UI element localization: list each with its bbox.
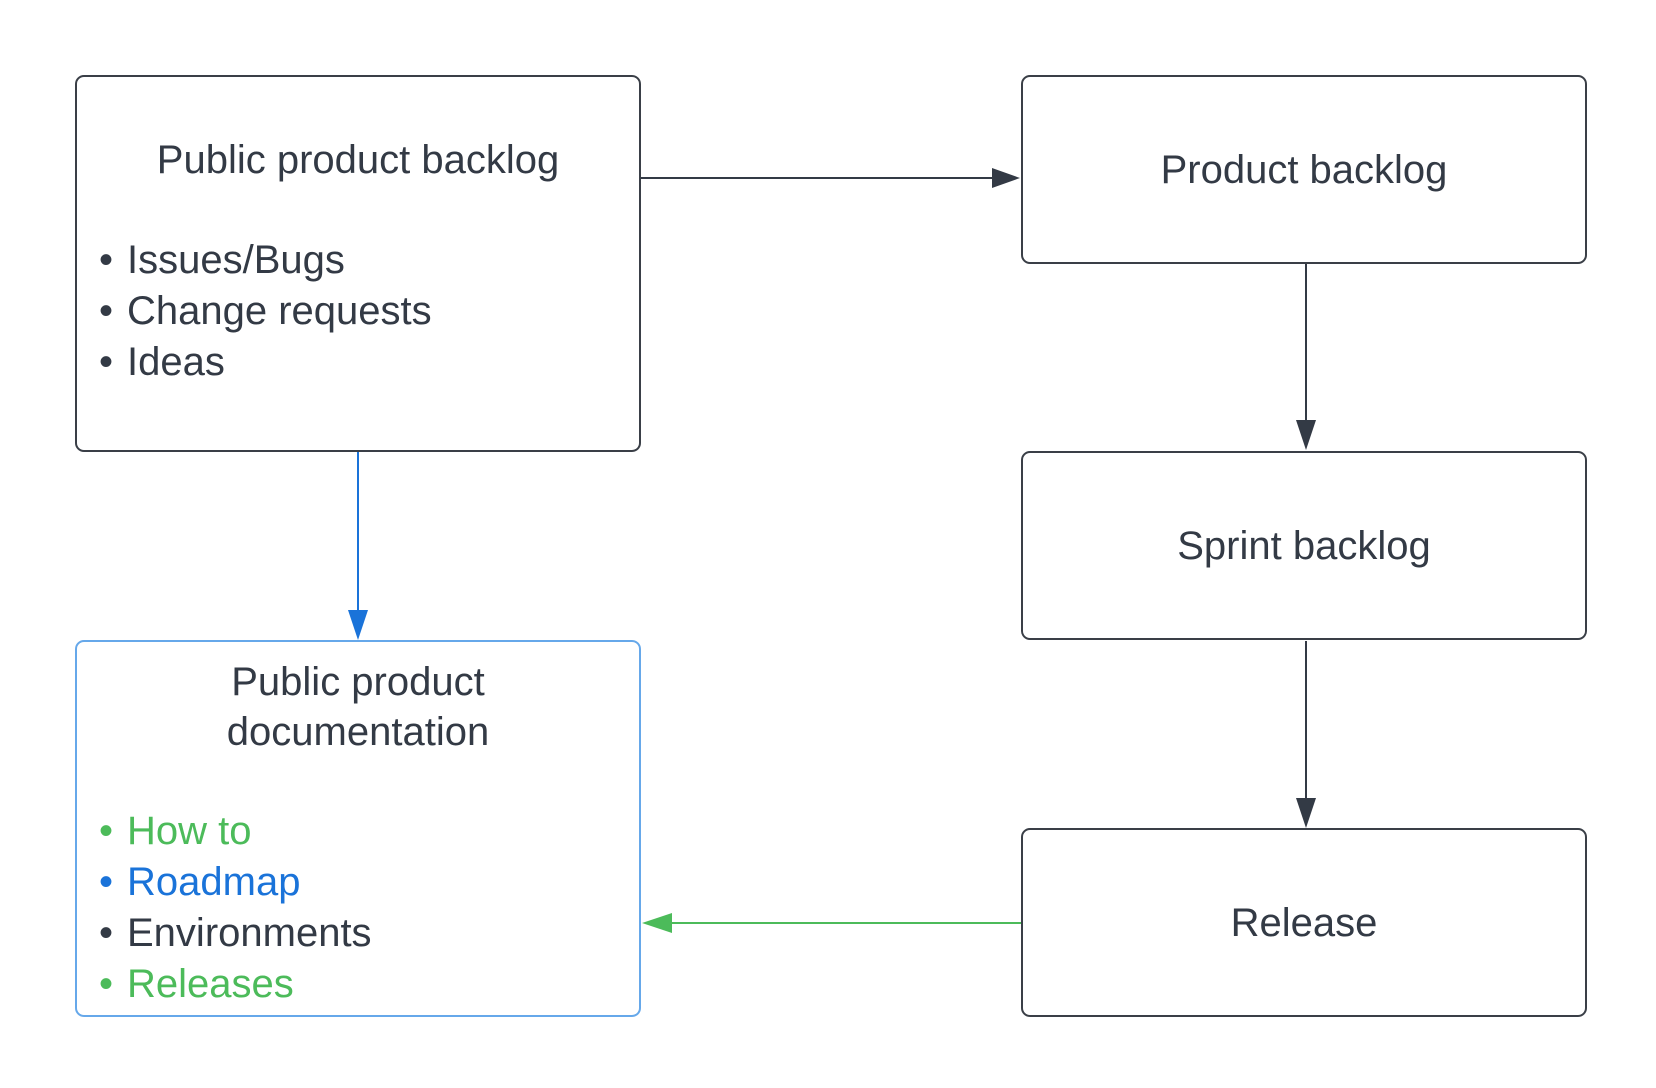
bullet-icon: • — [99, 860, 114, 904]
list-item-text: Change requests — [127, 289, 432, 333]
node-release[interactable]: Release — [1021, 828, 1587, 1017]
arrowhead-down-icon — [1296, 420, 1316, 450]
list-item-text: Environments — [127, 911, 372, 955]
arrowhead-left-icon — [642, 913, 672, 933]
bullet-icon: • — [99, 340, 114, 384]
list-item-text: Roadmap — [127, 860, 301, 904]
list-item: • Environments — [99, 908, 372, 959]
bullet-icon: • — [99, 238, 114, 282]
list-item: • Issues/Bugs — [99, 235, 432, 286]
list-item: • Ideas — [99, 337, 432, 388]
node-title: Sprint backlog — [1177, 523, 1431, 568]
edge-release-to-public-docs — [642, 913, 1022, 933]
node-title: Public product documentation — [226, 660, 490, 754]
arrowhead-down-icon — [1296, 798, 1316, 828]
list-item-text: Issues/Bugs — [127, 238, 345, 282]
bullet-icon: • — [99, 962, 114, 1006]
list-item: • Change requests — [99, 286, 432, 337]
list-item: • Roadmap — [99, 857, 372, 908]
node-sprint-backlog[interactable]: Sprint backlog — [1021, 451, 1587, 640]
bullet-list: • How to • Roadmap • Environments • Releases — [99, 806, 372, 1010]
node-title: Release — [1230, 900, 1378, 945]
edge-public-backlog-to-product-backlog — [641, 168, 1020, 188]
edge-product-backlog-to-sprint-backlog — [1296, 264, 1316, 450]
arrowhead-right-icon — [992, 168, 1020, 188]
list-item: • How to — [99, 806, 372, 857]
edge-public-backlog-to-public-docs — [348, 452, 368, 640]
edge-sprint-backlog-to-release — [1296, 641, 1316, 828]
node-public-product-backlog[interactable]: Public product backlog • Issues/Bugs • Cha… — [75, 75, 641, 452]
bullet-icon: • — [99, 911, 114, 955]
list-item-text: Ideas — [127, 340, 225, 384]
node-title: Public product backlog — [156, 138, 560, 182]
node-title: Product backlog — [1160, 147, 1448, 192]
node-public-product-documentation[interactable]: Public product documentation • How to • Ro… — [75, 640, 641, 1017]
list-item: • Releases — [99, 959, 372, 1010]
list-item-text: Releases — [127, 962, 294, 1006]
node-product-backlog[interactable]: Product backlog — [1021, 75, 1587, 264]
bullet-list: • Issues/Bugs • Change requests • Ideas — [99, 235, 432, 388]
bullet-icon: • — [99, 289, 114, 333]
list-item-text: How to — [127, 809, 252, 853]
arrowhead-down-icon — [348, 610, 368, 640]
bullet-icon: • — [99, 809, 114, 853]
